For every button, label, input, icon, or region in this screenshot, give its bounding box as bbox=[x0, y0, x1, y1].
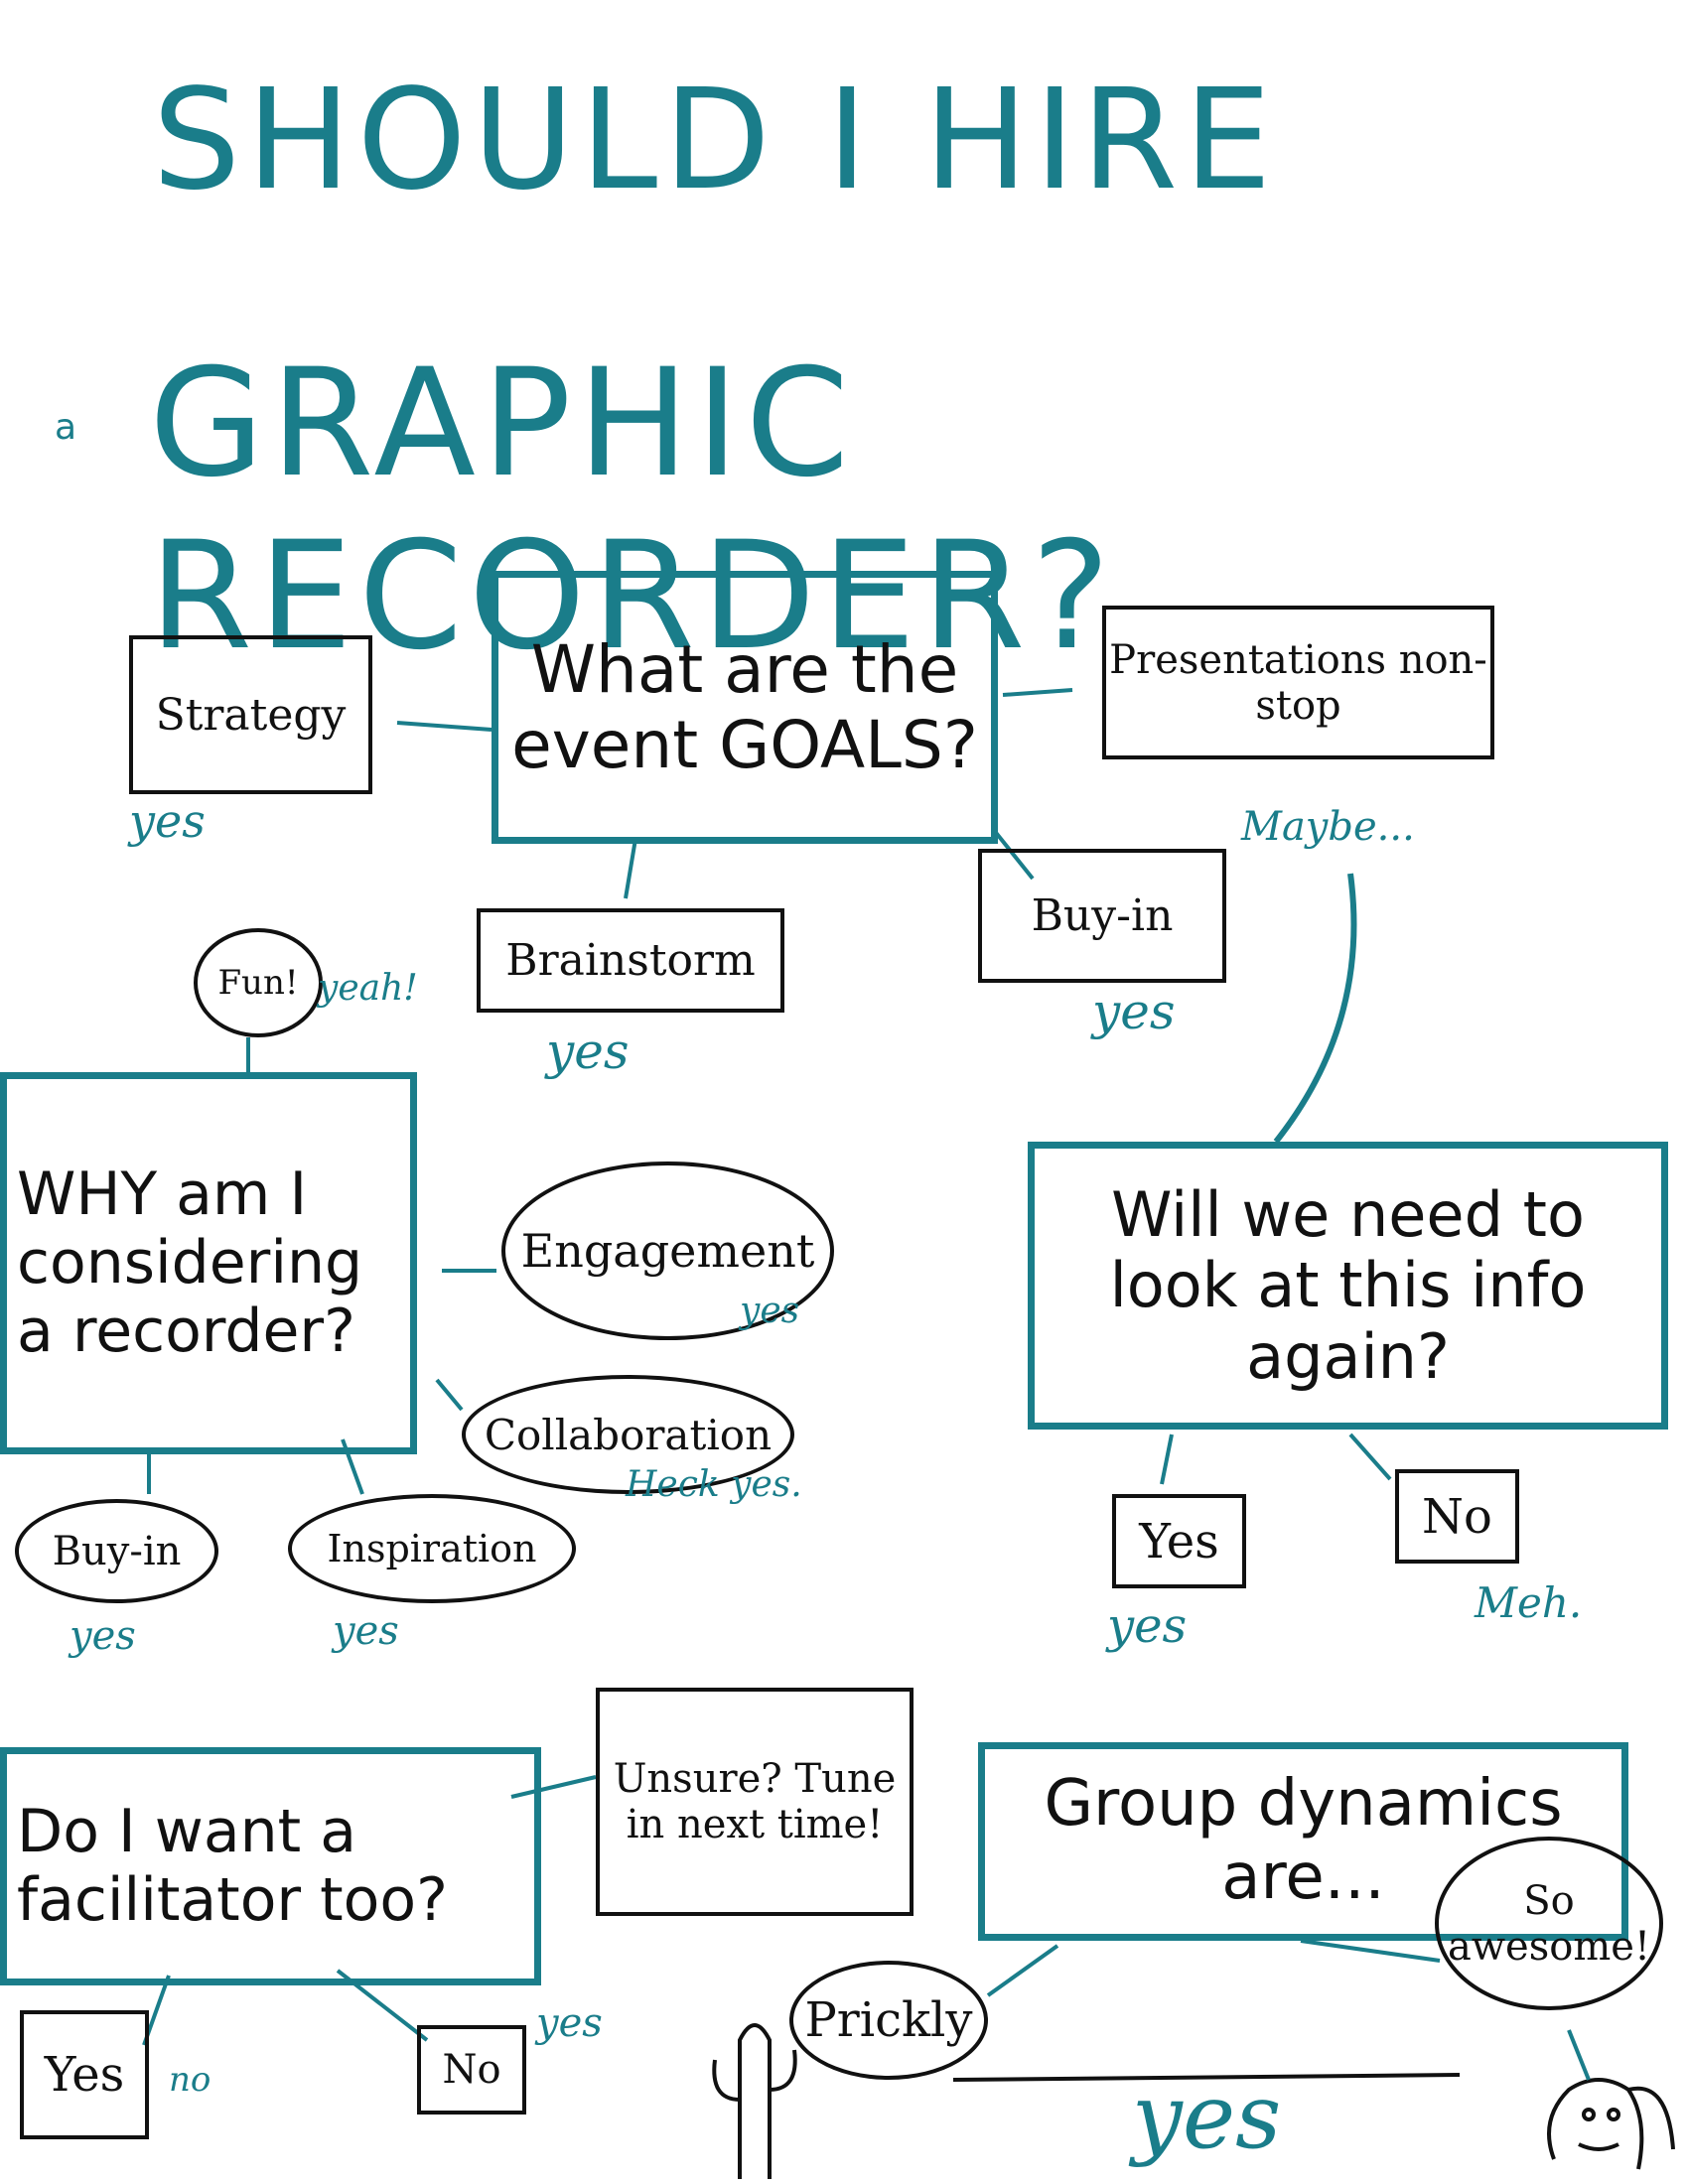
no-label-facilitator: no bbox=[169, 2060, 211, 2100]
arrow-to-strategy bbox=[396, 721, 492, 732]
arrow-to-collaboration bbox=[435, 1378, 464, 1412]
yes-label-buy-in-why: yes bbox=[70, 1613, 136, 1659]
title-line-1: SHOULD I HIRE bbox=[152, 60, 1278, 221]
arrow-to-brainstorm bbox=[624, 838, 637, 899]
fun-oval: Fun! bbox=[194, 928, 323, 1037]
meh-label: Meh. bbox=[1475, 1578, 1583, 1627]
group-question-box: Group dynamics are... bbox=[978, 1742, 1628, 1941]
arrow-prickly-awesome bbox=[952, 2073, 1461, 2082]
yes-label-engagement: yes bbox=[740, 1291, 800, 1331]
arrow-to-yes-revisit bbox=[1160, 1433, 1174, 1485]
arrow-to-unsure bbox=[510, 1775, 597, 1799]
title-small-a: a bbox=[55, 407, 77, 448]
strategy-box: Strategy bbox=[129, 635, 372, 794]
yes-label-revisit: yes bbox=[1107, 1598, 1188, 1654]
yes-label-strategy: yes bbox=[129, 794, 206, 848]
so-awesome-oval: So awesome! bbox=[1435, 1837, 1663, 2010]
cactus-icon bbox=[712, 2023, 797, 2179]
arrow-to-awesome bbox=[1300, 1939, 1441, 1963]
arrow-to-prickly bbox=[986, 1944, 1059, 1997]
unsure-box: Unsure? Tune in next time! bbox=[596, 1688, 914, 1916]
arrow-to-presentations bbox=[1002, 688, 1073, 697]
maybe-label: Maybe... bbox=[1241, 804, 1415, 850]
heck-yes-label: Heck yes. bbox=[626, 1464, 802, 1505]
presentations-box: Presentations non-stop bbox=[1102, 606, 1494, 759]
yes-revisit-box: Yes bbox=[1112, 1494, 1246, 1588]
prickly-oval: Prickly bbox=[789, 1961, 988, 2080]
title-line-2: GRAPHIC RECORDER? bbox=[149, 338, 1117, 683]
no-revisit-box: No bbox=[1395, 1469, 1519, 1564]
yes-label-group: yes bbox=[1132, 2065, 1282, 2169]
engagement-oval: Engagement bbox=[501, 1161, 834, 1340]
collaboration-oval: Collaboration bbox=[462, 1375, 794, 1494]
arrow-to-no-revisit bbox=[1348, 1433, 1392, 1481]
yes-label-buy-in-top: yes bbox=[1092, 983, 1176, 1040]
yeah-label: yeah! bbox=[318, 968, 418, 1009]
arrow-to-revisit bbox=[1273, 873, 1357, 1144]
yes-label-inspiration: yes bbox=[333, 1608, 399, 1654]
facilitator-question-box: Do I want a facilitator too? bbox=[0, 1747, 541, 1985]
yes-label-facilitator: yes bbox=[536, 2000, 603, 2046]
why-question-box: WHY am I considering a recorder? bbox=[0, 1072, 417, 1454]
yes-facilitator-box: Yes bbox=[20, 2010, 149, 2139]
buy-in-top-box: Buy-in bbox=[978, 849, 1226, 983]
goals-question-box: What are the event GOALS? bbox=[492, 571, 998, 844]
buy-in-why-oval: Buy-in bbox=[15, 1499, 218, 1603]
brainstorm-box: Brainstorm bbox=[477, 908, 784, 1013]
inspiration-oval: Inspiration bbox=[288, 1494, 576, 1603]
arrow-to-buy-in-top bbox=[991, 827, 1035, 881]
unicorn-icon bbox=[1547, 2029, 1675, 2170]
revisit-question-box: Will we need to look at this info again? bbox=[1028, 1142, 1668, 1430]
yes-label-brainstorm: yes bbox=[546, 1023, 630, 1080]
no-facilitator-box: No bbox=[417, 2025, 526, 2115]
